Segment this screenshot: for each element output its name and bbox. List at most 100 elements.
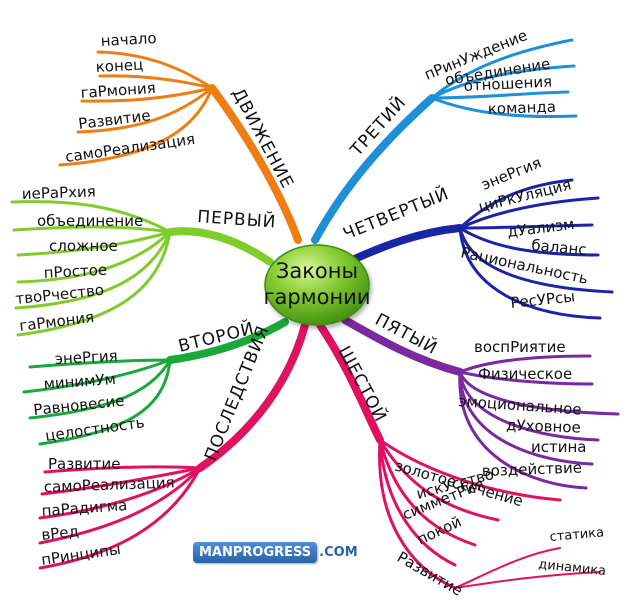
branch-chetvertiy-line — [344, 224, 464, 266]
branch-tretiy-leaf-line — [430, 64, 576, 100]
branch-posledstviya-leaf-line — [38, 466, 202, 570]
branch-posledstviya-leaf-line — [38, 466, 202, 520]
leaf-shestoy-5: Развитие — [394, 548, 466, 600]
branch-label-shestoy: ШЕСТОЙ — [334, 342, 393, 426]
branch-vtoroy-leaf-line — [38, 358, 172, 446]
center-node: Законы гармонии — [264, 244, 370, 326]
branch-dvizhenie-leaf-line — [76, 86, 214, 134]
leaf-perviy-3: сложное — [49, 237, 118, 255]
branch-posledstviya-leaf-line — [40, 466, 202, 496]
branch-perviy-leaf-line — [16, 230, 172, 284]
leaf-perviy-4: пРостое — [43, 261, 107, 282]
branch-dvizhenie — [58, 50, 302, 244]
branch-perviy-leaf-line — [14, 230, 172, 310]
leaf-dvizhenie-3: гаРмония — [80, 79, 156, 102]
branch-tretiy-leaf-line — [430, 90, 570, 100]
branch-shestoy — [316, 321, 601, 590]
leaf-posledstviya-3: паРадигма — [41, 496, 128, 520]
branch-pyatiy-leaf-line — [458, 370, 588, 490]
branch-shestoy-sub-line — [454, 571, 601, 589]
branch-posledstviya-leaf-line — [43, 465, 202, 474]
branch-pyatiy-leaf-line — [458, 370, 594, 466]
branch-perviy-line — [166, 227, 274, 266]
branch-pyatiy-line — [341, 316, 464, 376]
branch-perviy-leaf-line — [16, 230, 172, 337]
branch-perviy-leaf-line — [16, 230, 172, 257]
branch-dvizhenie-leaf-line — [96, 50, 214, 90]
branch-shestoy-leaf-line — [378, 438, 457, 567]
leaf-shestoy-sub-2: динамика — [538, 557, 607, 579]
branch-perviy — [10, 200, 274, 337]
leaf-posledstviya-2: самоРеализация — [44, 473, 175, 496]
leaf-dvizhenie-5: самоРеализация — [64, 130, 196, 166]
branch-chetvertiy-leaf-line — [458, 226, 614, 294]
leaf-vtoroy-4: целостность — [44, 413, 146, 445]
branch-vtoroy-leaf-line — [28, 358, 172, 369]
branch-chetvertiy-leaf-line — [458, 196, 600, 230]
leaf-dvizhenie-1: начало — [100, 29, 157, 50]
leaf-chetvertiy-4: баланс — [531, 236, 588, 259]
leaf-posledstviya-5: пРинципы — [40, 540, 122, 569]
branch-dvizhenie-line — [208, 84, 302, 244]
center-title-line1: Законы — [276, 259, 358, 283]
branch-dvizhenie-leaf-line — [80, 86, 214, 103]
branch-label-dvizhenie: ДВИЖЕНИЕ — [228, 85, 298, 192]
center-ellipse — [264, 244, 370, 326]
leaf-chetvertiy-6: РесУРсы — [510, 287, 576, 312]
branch-vtoroy — [22, 318, 289, 446]
branch-shestoy-leaf-line — [378, 438, 500, 522]
branch-posledstviya — [38, 321, 309, 570]
leaf-pyatiy-2: Физическое — [478, 365, 572, 383]
leaf-vtoroy-2: минимУм — [43, 370, 116, 393]
branch-shestoy-leaf-line — [378, 438, 457, 590]
leaf-pyatiy-4: дУховное — [506, 416, 581, 437]
branch-label-perviy: ПЕРВЫЙ — [197, 205, 277, 232]
branch-tretiy-leaf-line — [430, 96, 578, 119]
branch-vtoroy-line — [166, 318, 289, 364]
branch-pyatiy-leaf-line — [458, 354, 592, 374]
leaf-posledstviya-1: Развитие — [48, 455, 121, 473]
leaf-perviy-1: иеРаРхия — [22, 182, 97, 203]
branch-vtoroy-leaf-line — [28, 358, 172, 420]
leaf-shestoy-sub-1: статика — [549, 525, 605, 545]
branch-dvizhenie-leaf-line — [58, 86, 214, 167]
branch-tretiy-line — [311, 94, 436, 244]
branch-chetvertiy-leaf-line — [458, 223, 594, 230]
leaf-posledstviya-4: вРед — [41, 522, 80, 544]
leaf-pyatiy-1: воспРиятие — [474, 338, 566, 356]
branch-vtoroy-leaf-line — [22, 358, 172, 394]
branch-pyatiy-leaf-line — [458, 370, 600, 442]
branch-pyatiy-leaf-line — [458, 370, 620, 416]
leaf-pyatiy-3: эмоциональное — [458, 392, 582, 419]
leaf-vtoroy-3: Равновесие — [33, 392, 126, 419]
branch-pyatiy-leaf-line — [458, 370, 594, 386]
branch-chetvertiy-leaf-line — [458, 226, 600, 257]
leaf-shestoy-4: покой — [414, 512, 464, 548]
leaf-pyatiy-6: воздействие — [482, 459, 583, 480]
leaf-tretiy-4: команда — [488, 98, 557, 118]
branch-perviy-leaf-line — [12, 225, 172, 234]
branch-shestoy-leaf-line — [378, 438, 562, 502]
branch-shestoy-line — [316, 321, 384, 444]
branch-dvizhenie-leaf-line — [98, 74, 214, 90]
branch-tretiy — [311, 38, 578, 244]
branch-perviy-leaf-line — [10, 200, 172, 234]
leaf-perviy-2: объединение — [37, 212, 143, 230]
leaf-perviy-6: гаРмония — [18, 308, 95, 335]
branch-chetvertiy-leaf-line — [458, 178, 574, 230]
leaf-vtoroy-1: энеРгия — [54, 347, 118, 368]
leaf-pyatiy-5: истина — [531, 438, 586, 456]
branch-pyatiy — [341, 316, 620, 490]
branch-chetvertiy-leaf-line — [458, 226, 602, 320]
leaf-dvizhenie-2: конец — [95, 56, 143, 76]
branch-shestoy-sub-line — [454, 547, 561, 589]
leaf-tretiy-3: отношения — [463, 72, 552, 95]
manprogress-logo[interactable]: MANPROGRESS .COM — [193, 541, 358, 563]
branch-shestoy-leaf-line — [378, 438, 477, 547]
branch-tretiy-leaf-line — [430, 38, 574, 100]
branch-posledstviya-leaf-line — [38, 466, 202, 545]
logo-main-text: MANPROGRESS — [193, 541, 318, 563]
branch-posledstviya-line — [196, 321, 309, 472]
